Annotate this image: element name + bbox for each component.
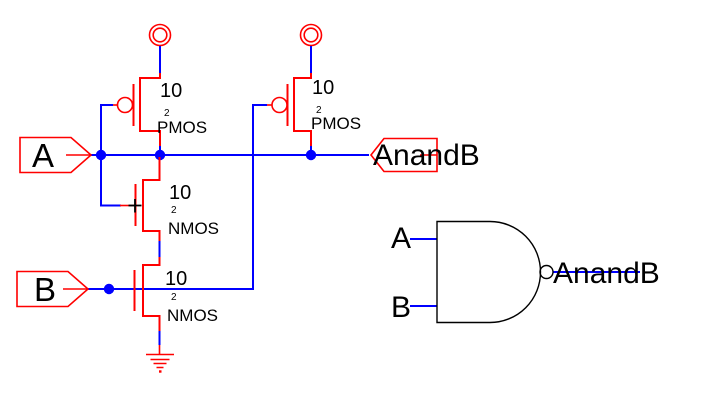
pmos1-gate-bubble-icon (116, 96, 134, 114)
input-port-b-outline (16, 270, 90, 308)
pmos1-transistor[interactable]: 10 2 PMOS (113, 73, 207, 146)
nmos1-width-label: 10 (169, 182, 191, 204)
input-port-b-label: B (34, 271, 56, 308)
nmos2-channel-leads (142, 257, 161, 331)
nand-body-icon (436, 220, 542, 324)
nmos1-length-label: 2 (171, 205, 177, 216)
pmos2-length-label: 2 (316, 105, 322, 116)
nand-input-b-label: B (391, 291, 411, 324)
junction-dot-output-left[interactable] (154, 149, 166, 161)
vdd-inner-circle-icon (303, 27, 319, 43)
pmos2-gate-bubble-icon (271, 96, 288, 114)
vdd-outer-circle-icon (148, 23, 172, 47)
vdd-outer-circle-icon (299, 23, 323, 47)
nmos2-width-label: 10 (165, 268, 187, 290)
pmos2-channel-leads (293, 73, 312, 146)
ground-symbol[interactable] (146, 345, 174, 373)
input-port-b[interactable]: B (16, 270, 90, 308)
nmos1-transistor[interactable]: 10 2 NMOS (120, 157, 219, 241)
ground-bars-icon (146, 353, 174, 369)
wire-b-to-gates[interactable] (88, 104, 267, 290)
input-port-a[interactable]: A (19, 136, 93, 174)
vdd-inner-circle-icon (152, 27, 168, 43)
nmos2-transistor[interactable]: 10 2 NMOS (133, 257, 219, 331)
nmos1-channel-leads (142, 157, 161, 241)
nand-gate-symbol[interactable]: A B AnandB (391, 220, 660, 325)
junction-dot-output-right[interactable] (305, 149, 317, 161)
pmos2-width-label: 10 (312, 77, 334, 99)
nand-input-a-label: A (391, 222, 411, 255)
output-port-label: AnandB (373, 139, 480, 172)
nmos1-type-label: NMOS (168, 219, 219, 238)
pmos2-type-label: PMOS (311, 114, 361, 133)
junction-dot-b[interactable] (103, 283, 115, 295)
pmos1-width-label: 10 (160, 80, 182, 102)
input-port-a-label: A (32, 137, 54, 174)
junction-dot-a[interactable] (95, 149, 107, 161)
nmos2-length-label: 2 (171, 292, 177, 303)
nand-output-label: AnandB (553, 257, 660, 290)
vdd-symbol-left[interactable] (148, 23, 172, 47)
output-port-anandb[interactable]: AnandB (369, 137, 480, 173)
nand-bubble-icon (539, 264, 554, 280)
nmos1-origin-cross-icon (128, 199, 142, 213)
nmos2-type-label: NMOS (167, 306, 218, 325)
pmos1-type-label: PMOS (157, 118, 207, 137)
input-port-a-outline (19, 136, 93, 174)
pmos1-channel-leads (139, 73, 161, 146)
pmos2-transistor[interactable]: 10 2 PMOS (267, 73, 361, 146)
pmos1-length-label: 2 (164, 108, 170, 119)
vdd-symbol-right[interactable] (299, 23, 323, 47)
